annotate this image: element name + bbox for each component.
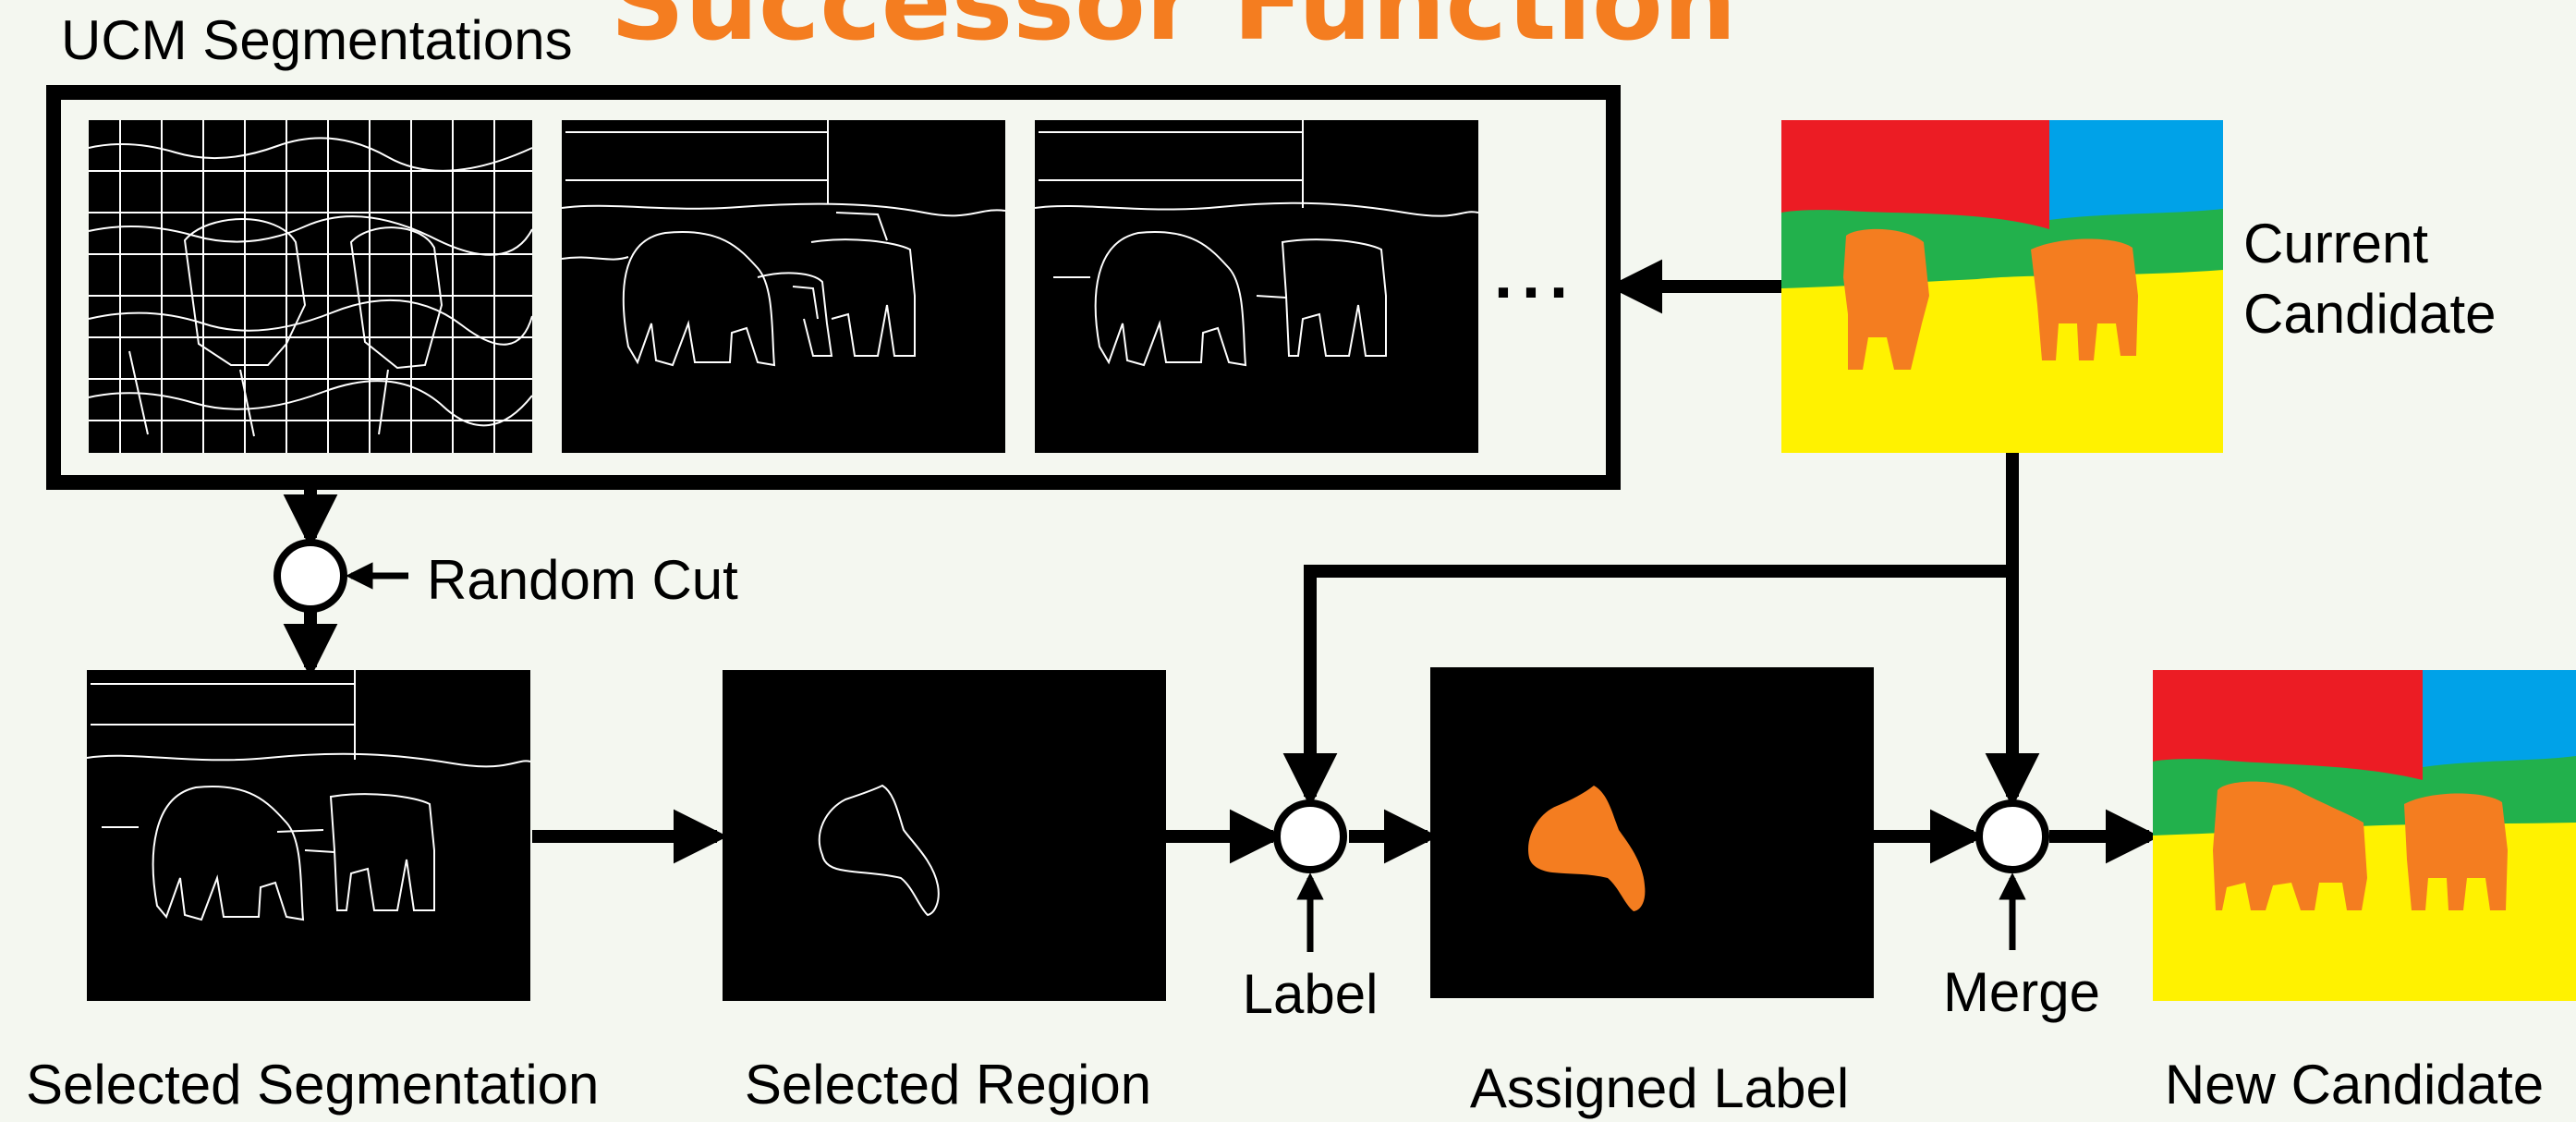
ellipsis: ...: [1494, 238, 1577, 312]
merge-operation-label: Merge: [1943, 961, 2100, 1023]
diagram-title: Successor Function: [610, 0, 1736, 64]
ucm-coarse-panel: [1034, 120, 1479, 453]
random-cut-label: Random Cut: [427, 549, 738, 611]
new-candidate-image: [2153, 670, 2576, 1001]
line-candidate-to-label: [1282, 565, 2012, 808]
selected-region-label: Selected Region: [745, 1054, 1151, 1116]
ucm-medium-panel: [561, 120, 1006, 453]
merge-node: [1975, 799, 2049, 873]
current-candidate-label-line1: Current: [2243, 213, 2428, 274]
selected-segmentation-label: Selected Segmentation: [26, 1054, 599, 1116]
ucm-fine-panel: [88, 120, 533, 453]
label-node: [1273, 799, 1347, 873]
assigned-label-image: [1430, 667, 1874, 998]
label-operation-label: Label: [1243, 963, 1379, 1025]
random-cut-node: [273, 539, 347, 613]
new-candidate-label: New Candidate: [2165, 1054, 2544, 1116]
selected-region-image: [723, 670, 1166, 1001]
ucm-segmentations-label: UCM Segmentations: [61, 9, 573, 71]
selected-segmentation-image: [86, 670, 531, 1001]
current-candidate-image: [1781, 120, 2223, 453]
assigned-label-label: Assigned Label: [1470, 1057, 1849, 1119]
current-candidate-label-line2: Candidate: [2243, 283, 2497, 345]
